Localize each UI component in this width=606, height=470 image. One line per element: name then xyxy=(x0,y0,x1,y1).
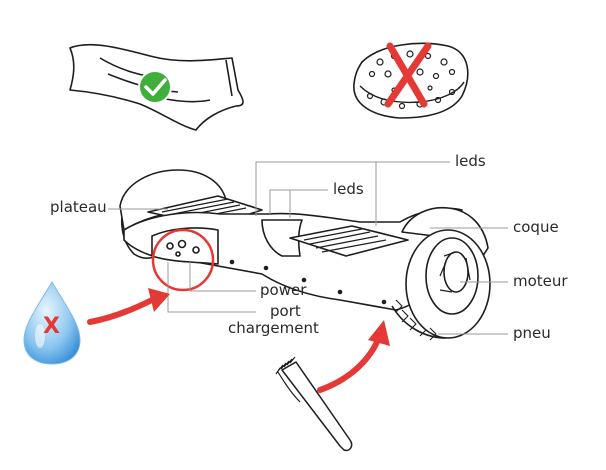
prohibited-x-icon xyxy=(384,42,432,108)
arrow-to-port xyxy=(87,288,170,325)
label-moteur: moteur xyxy=(513,272,568,290)
left-hood xyxy=(119,169,227,231)
label-leds-mid: leds xyxy=(333,180,364,198)
leader-lines xyxy=(108,161,508,335)
label-power: power xyxy=(260,281,307,299)
check-icon xyxy=(138,70,172,104)
water-drop-icon xyxy=(23,281,81,365)
drop-x-mark: X xyxy=(43,314,60,339)
label-plateau: plateau xyxy=(50,198,107,216)
label-port: port xyxy=(270,302,301,320)
arrow-to-tyre xyxy=(317,320,390,393)
label-coque: coque xyxy=(513,218,559,236)
brush-icon xyxy=(275,356,353,452)
hoverboard xyxy=(119,169,491,341)
charging-port-highlight xyxy=(151,228,215,292)
label-pneu: pneu xyxy=(513,324,551,342)
label-chargement: chargement xyxy=(228,319,319,337)
label-leds-top: leds xyxy=(455,152,486,170)
